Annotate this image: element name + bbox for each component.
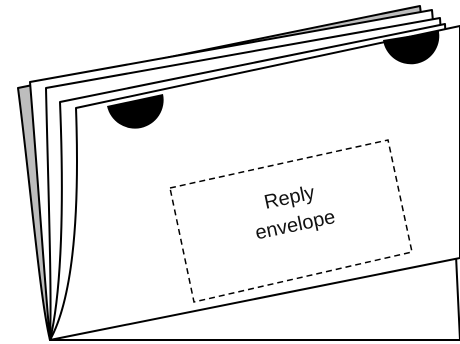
folded-envelope-diagram: Reply envelope [0,0,460,344]
